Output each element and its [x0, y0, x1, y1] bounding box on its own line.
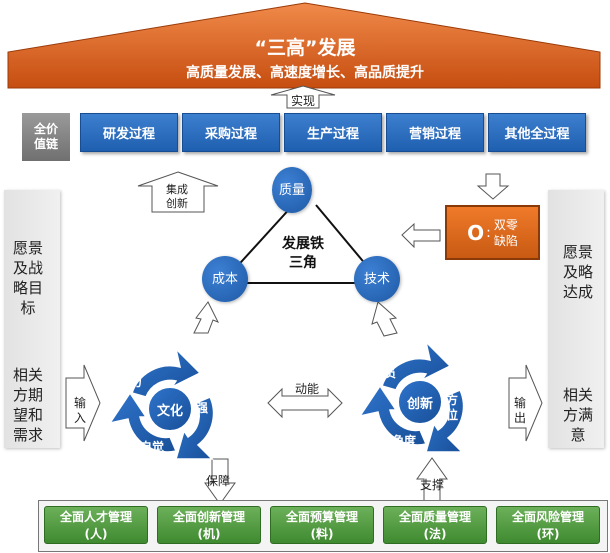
- right-panel-top: 愿景及略达成: [562, 243, 593, 301]
- integration-arrow-icon: [137, 171, 219, 213]
- node-cost: 成本: [202, 256, 248, 302]
- kinetic-arrow-icon: [267, 387, 343, 419]
- left-wheel-seg-3: 自觉: [140, 440, 165, 454]
- support-arrow-icon: [416, 457, 448, 504]
- realize-arrow-icon: [270, 85, 336, 109]
- process-marketing: 营销过程: [386, 113, 484, 152]
- triangle-center-text: 发展铁三角: [282, 236, 324, 271]
- guarantee-arrow-icon: [204, 458, 236, 505]
- node-quality: 质量: [272, 167, 312, 213]
- mgmt-risk: 全面风险管理 (环): [496, 506, 600, 544]
- zero-defect-letter: O: [467, 220, 485, 245]
- right-panel-bottom: 相关方满意: [562, 386, 593, 444]
- left-wheel: [108, 346, 215, 460]
- zero-defect-text1: 双零: [493, 217, 518, 232]
- left-wheel-seg-1: 自力: [130, 360, 143, 389]
- mgmt-quality: 全面质量管理 (法): [383, 506, 487, 544]
- left-panel-bottom: 相关方期望和需求: [12, 366, 43, 444]
- input-label: 输入: [73, 396, 86, 425]
- process-purchase: 采购过程: [182, 113, 280, 152]
- node-tech: 技术: [354, 256, 400, 302]
- mgmt-innovation-line1: 全面创新管理: [172, 510, 245, 524]
- input-arrow-icon: [65, 364, 101, 442]
- right-wheel-seg-2: 全方位: [446, 378, 459, 422]
- right-panel: [548, 190, 604, 448]
- support-label: 支撑: [419, 478, 444, 492]
- mgmt-talent-line1: 全面人才管理: [59, 510, 132, 524]
- zero-defect-text2: 缺陷: [493, 233, 518, 248]
- guarantee-label: 保障: [205, 474, 230, 488]
- value-chain-label: 全价值链: [22, 113, 70, 161]
- mgmt-budget-line2: (料): [310, 527, 334, 541]
- zero-defect-box: O : 双零 缺陷: [445, 205, 540, 260]
- down-arrow-icon: [476, 173, 510, 200]
- mgmt-quality-line1: 全面质量管理: [398, 510, 471, 524]
- mgmt-talent: 全面人才管理 (人): [44, 506, 148, 544]
- mgmt-innovation-line2: (机): [197, 527, 221, 541]
- up-arrow-left-icon: [193, 301, 220, 334]
- mgmt-quality-line2: (法): [423, 527, 447, 541]
- mgmt-risk-line1: 全面风险管理: [511, 510, 584, 524]
- kinetic-label: 动能: [294, 382, 319, 396]
- process-other: 其他全过程: [488, 113, 586, 152]
- roof-title: “三高”发展: [254, 37, 356, 59]
- mgmt-budget-line1: 全面预算管理: [285, 510, 358, 524]
- left-wheel-center: 文化: [157, 404, 184, 419]
- mgmt-innovation: 全面创新管理 (机): [157, 506, 261, 544]
- roof-subtitle: 高质量发展、高速度增长、高品质提升: [186, 65, 424, 81]
- mgmt-risk-line2: (环): [536, 527, 560, 541]
- left-panel: [4, 190, 60, 448]
- right-wheel: [358, 339, 465, 453]
- left-panel-top: 愿景及战略目标: [12, 239, 43, 317]
- right-wheel-seg-3: 全角度: [380, 434, 417, 448]
- output-arrow-icon: [508, 364, 543, 442]
- right-wheel-center: 创新: [407, 397, 434, 412]
- left-arrow-icon: [401, 222, 441, 249]
- mgmt-budget: 全面预算管理 (料): [270, 506, 374, 544]
- process-production: 生产过程: [284, 113, 382, 152]
- output-label: 输出: [513, 396, 526, 425]
- integration-label: 集成创新: [166, 183, 188, 210]
- up-arrow-right-icon: [371, 301, 398, 337]
- left-wheel-seg-2: 自强: [196, 386, 209, 415]
- right-wheel-seg-1: 全员: [384, 351, 397, 380]
- mgmt-talent-line2: (人): [84, 527, 108, 541]
- realize-label: 实现: [290, 94, 315, 108]
- process-rd: 研发过程: [80, 113, 178, 152]
